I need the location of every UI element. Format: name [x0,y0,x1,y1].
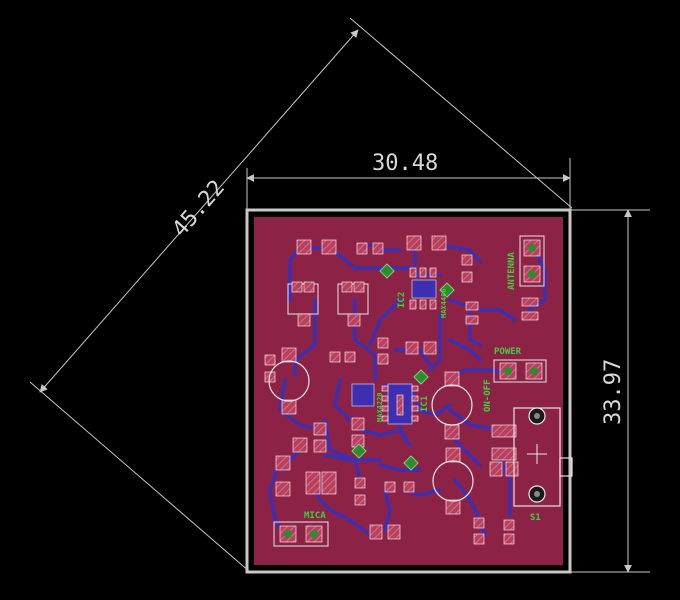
connector-mica [273,521,329,547]
vias [351,263,455,471]
label-ic1-part: MAX4220 [376,392,384,422]
capacitor-outlines [268,360,474,502]
connector-power [493,359,547,383]
width-dimension-label: 30.48 [372,151,438,176]
label-on-off: ON-OFF [483,379,493,412]
switch-s1 [513,407,573,507]
component-pads [264,235,539,545]
height-dimension-label: 33.97 [601,359,626,425]
label-mica: MICA [304,511,326,521]
label-s1: S1 [530,513,541,523]
label-antenna: ANTENNA [507,251,517,290]
diagonal-dimension-label: 45.22 [168,176,230,242]
dimension-lines [29,17,650,573]
label-ic2: IC2 [397,292,407,308]
label-power: POWER [494,347,522,357]
connector-antenna [519,235,545,287]
label-ic2-part: MAX4466 [440,288,448,318]
label-ic1: IC1 [420,396,430,412]
